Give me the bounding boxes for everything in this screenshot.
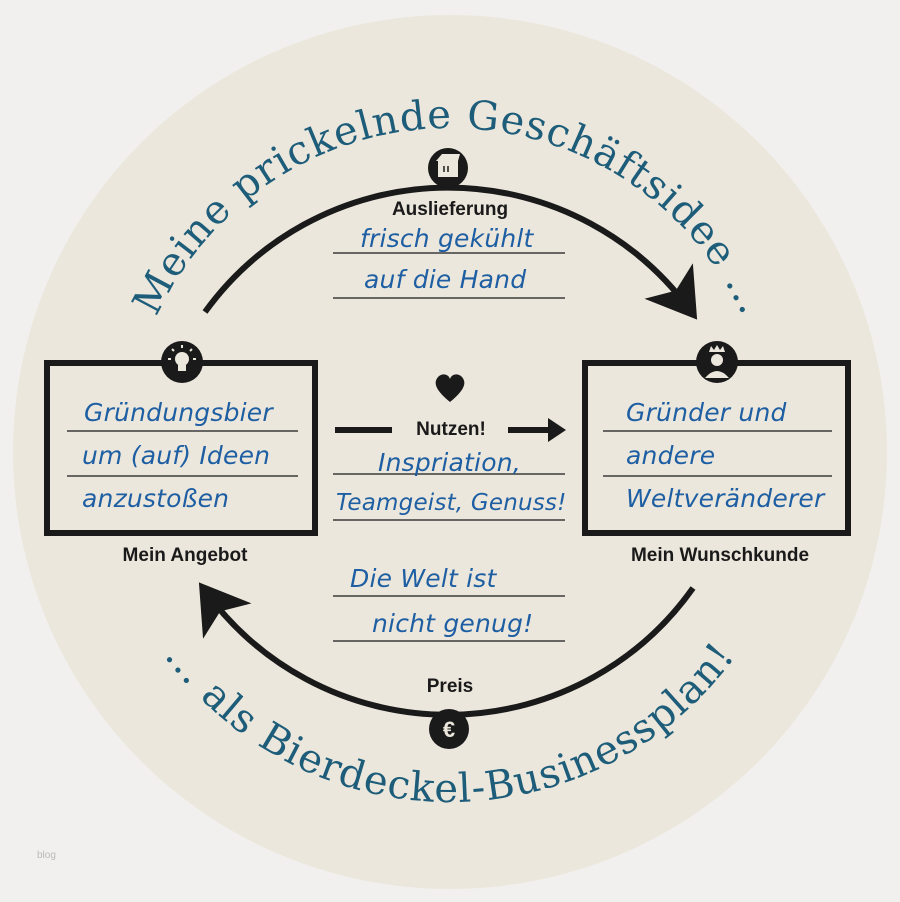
benefit-line-2: Teamgeist, Genuss! <box>336 490 567 516</box>
delivery-line-1: frisch gekühlt <box>360 224 534 253</box>
offer-line-2: um (auf) Ideen <box>82 441 271 470</box>
benefit-arrow-head <box>548 418 566 442</box>
svg-text:€: € <box>443 717 455 742</box>
customer-line-3: Weltveränderer <box>626 484 825 513</box>
benefit-writing-lines <box>333 473 565 521</box>
offer-writing-lines <box>67 430 298 477</box>
coaster-disc <box>13 15 887 889</box>
watermark: blog <box>37 850 56 861</box>
customer-label: Mein Wunschkunde <box>630 545 810 566</box>
delivery-line-2: auf die Hand <box>364 265 527 294</box>
box-icon <box>428 148 468 188</box>
price-writing-lines <box>333 595 565 642</box>
delivery-writing-lines <box>333 252 565 299</box>
offer-label: Mein Angebot <box>122 545 248 566</box>
price-line-1: Die Welt ist <box>350 564 497 593</box>
customer-line-2: andere <box>626 441 716 470</box>
euro-icon: € <box>429 709 469 749</box>
delivery-label: Auslieferung <box>391 199 509 220</box>
person-icon <box>696 341 738 383</box>
heart-icon <box>435 374 465 402</box>
lightbulb-icon <box>161 341 203 383</box>
benefit-label: Nutzen! <box>416 419 486 440</box>
benefit-line-1: Inspriation, <box>378 448 521 477</box>
price-line-2: nicht genug! <box>372 609 534 638</box>
offer-line-3: anzustoßen <box>82 484 230 513</box>
customer-writing-lines <box>603 430 832 477</box>
offer-line-1: Gründungsbier <box>84 398 273 427</box>
customer-line-1: Gründer und <box>626 398 787 427</box>
price-label: Preis <box>426 676 474 697</box>
